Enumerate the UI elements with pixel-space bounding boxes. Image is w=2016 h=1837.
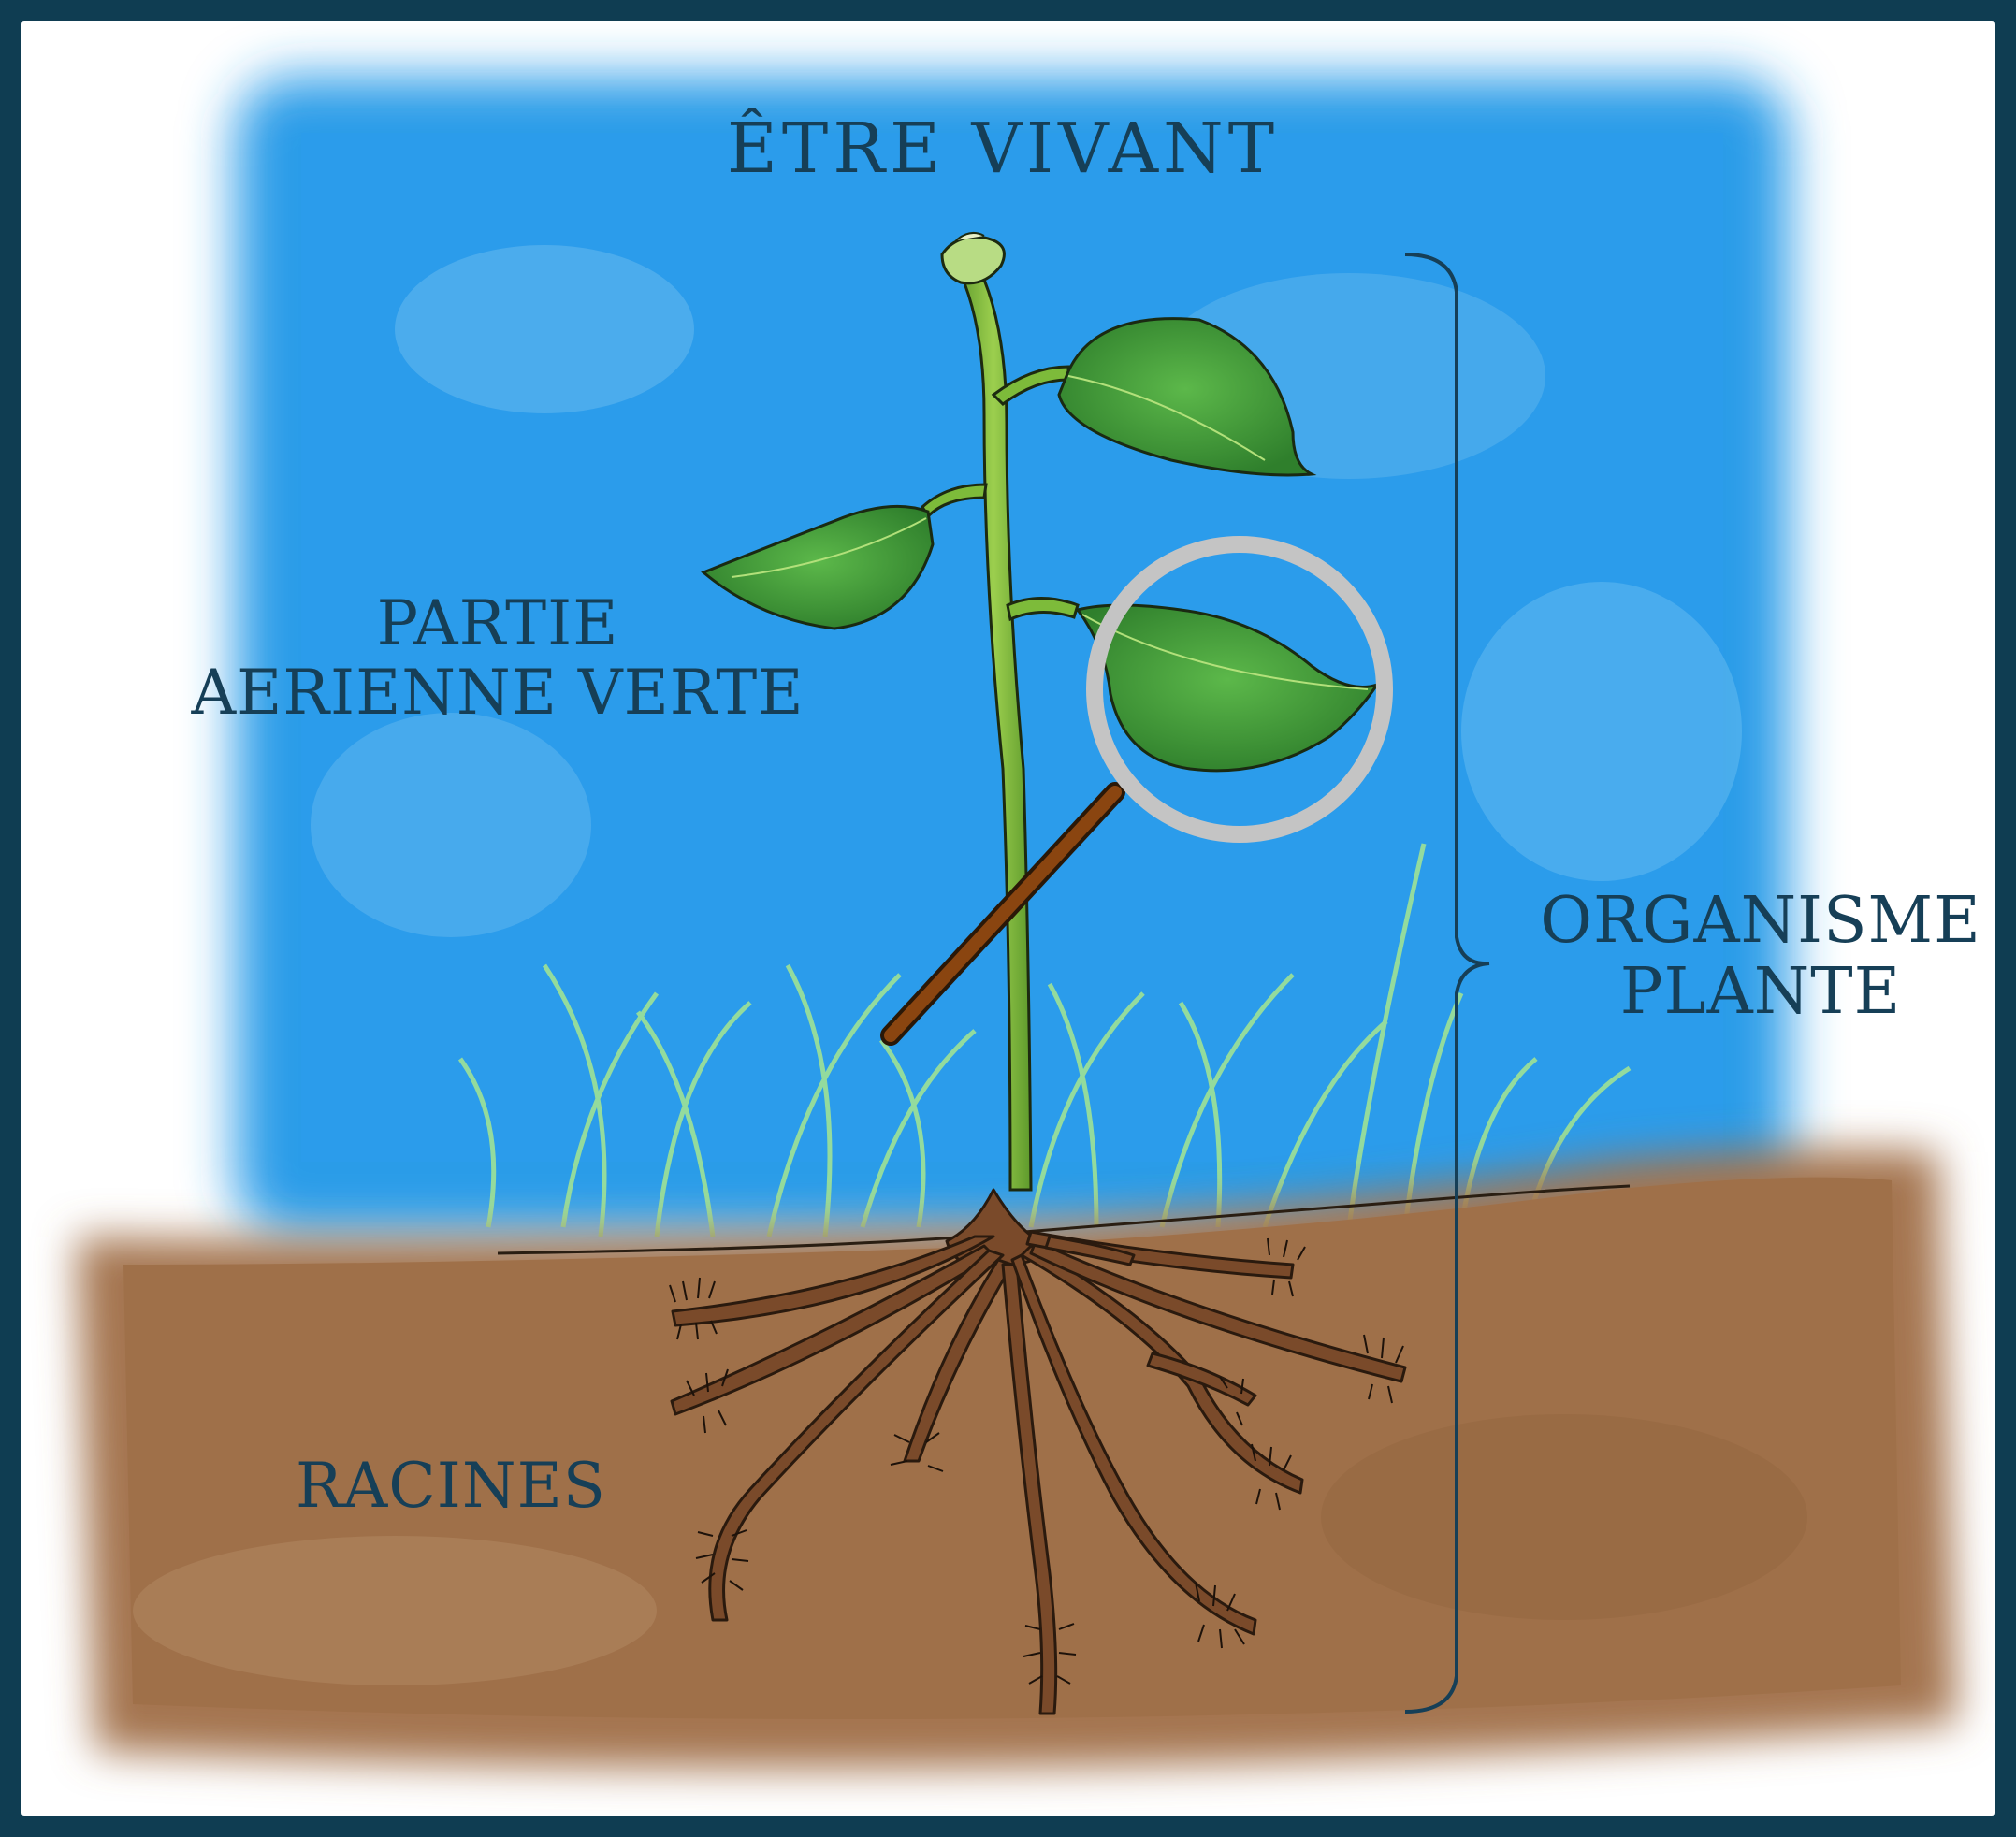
aerial-part-label: PARTIE AERIENNE VERTE (133, 589, 863, 728)
organism-label: ORGANISME PLANTE (1499, 886, 1995, 1028)
roots-label: RACINES (208, 1452, 694, 1521)
page-title: ÊTRE VIVANT (544, 110, 1461, 188)
illustration-canvas: ÊTRE VIVANT PARTIE AERIENNE VERTE ORGANI… (21, 21, 1995, 1816)
organism-label-line-2: PLANTE (1499, 957, 1995, 1028)
aerial-part-label-line-1: PARTIE (133, 589, 863, 658)
aerial-part-label-line-2: AERIENNE VERTE (133, 658, 863, 728)
organism-label-line-1: ORGANISME (1499, 886, 1995, 957)
